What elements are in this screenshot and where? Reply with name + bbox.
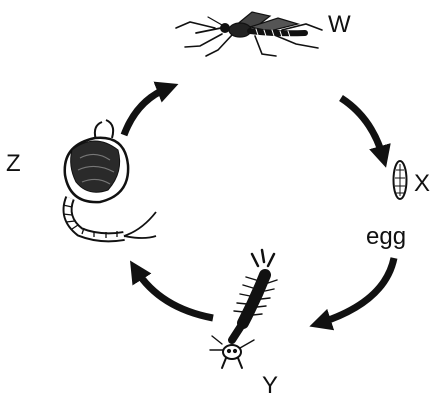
arrow-x-to-y (320, 258, 394, 323)
mosquito-adult-illustration (176, 12, 322, 56)
stage-label-w: W (328, 11, 351, 38)
stage-label-x: X (414, 170, 430, 197)
larva-illustration (210, 250, 277, 368)
arrow-w-to-x (341, 98, 383, 157)
pupa-illustration (63, 120, 156, 238)
stage-label-y: Y (262, 372, 278, 393)
arrow-z-to-w (124, 88, 168, 135)
egg-caption: egg (366, 223, 406, 250)
arrow-y-to-z (136, 270, 213, 318)
stage-label-z: Z (6, 150, 21, 177)
egg-illustration (394, 161, 407, 199)
